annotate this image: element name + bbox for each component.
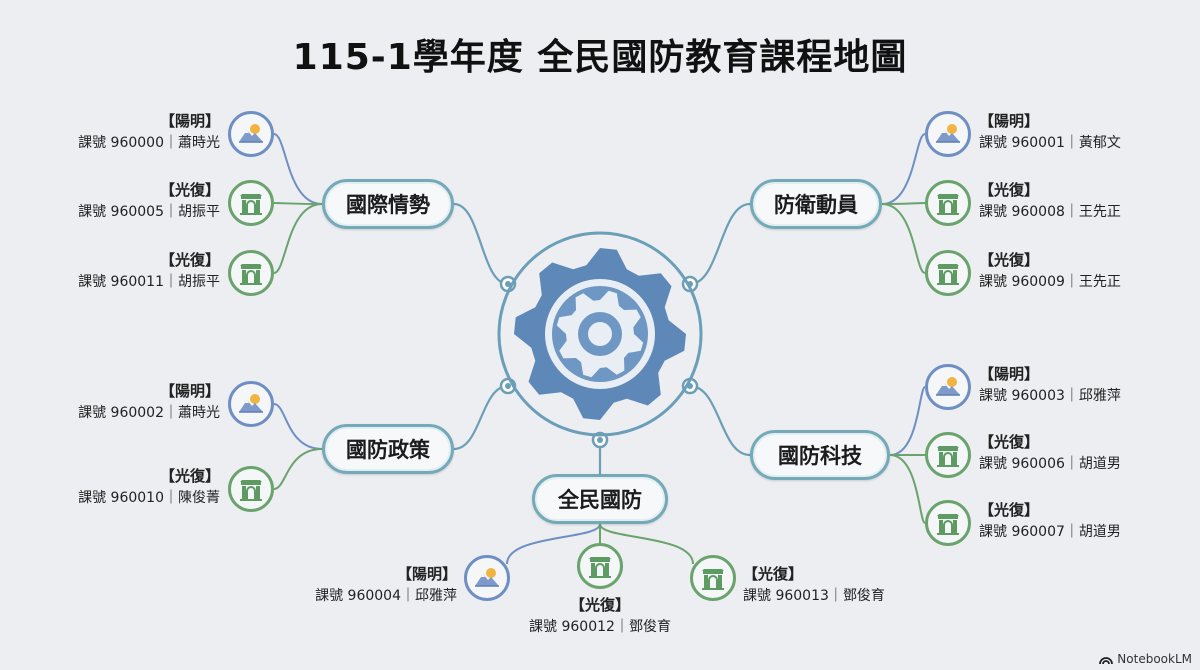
course-label: 【陽明】課號 960004｜邱雅萍 [315, 563, 457, 607]
brand-name: NotebookLM [1117, 652, 1192, 666]
course-label: 【陽明】課號 960000｜蕭時光 [78, 110, 220, 154]
course-connector [881, 133, 926, 205]
course-code: 課號 960005｜胡振平 [78, 204, 220, 220]
campus-label: 【光復】 [979, 181, 1040, 199]
course-label: 【光復】課號 960005｜胡振平 [78, 179, 220, 223]
course-code: 課號 960009｜王先正 [979, 274, 1121, 290]
course-connector [273, 203, 323, 274]
hub-connector [689, 384, 751, 457]
topic-hub: 國防政策 [322, 424, 454, 474]
course-connector [889, 386, 926, 456]
hub-connector [453, 384, 509, 451]
gate-icon [589, 557, 611, 578]
course-code: 課號 960013｜鄧俊育 [743, 588, 885, 604]
topic-hub: 防衛動員 [750, 179, 882, 229]
campus-label: 【光復】 [979, 433, 1040, 451]
mountain-sun-icon [936, 124, 960, 143]
hub-connector [689, 202, 751, 286]
topic-hub: 國防科技 [750, 430, 890, 480]
course-connector [273, 133, 323, 205]
yangming-campus-badge [925, 111, 971, 157]
course-label: 【光復】課號 960007｜胡道男 [979, 499, 1121, 543]
brand-logo: NotebookLM [1099, 652, 1192, 666]
guangfu-campus-badge [925, 432, 971, 478]
course-code: 課號 960002｜蕭時光 [78, 405, 220, 421]
campus-label: 【光復】 [159, 467, 220, 485]
campus-label: 【光復】 [979, 501, 1040, 519]
course-connector [889, 454, 926, 524]
guangfu-campus-badge [228, 250, 274, 296]
mountain-sun-icon [239, 394, 263, 413]
course-code: 課號 960004｜邱雅萍 [315, 588, 457, 604]
course-connector [273, 403, 323, 450]
guangfu-campus-badge [228, 466, 274, 512]
guangfu-campus-badge [577, 543, 623, 589]
course-code: 課號 960007｜胡道男 [979, 524, 1121, 540]
course-label: 【光復】課號 960011｜胡振平 [78, 249, 220, 293]
mountain-sun-icon [239, 124, 263, 143]
course-connector [506, 523, 601, 565]
course-label: 【光復】課號 960006｜胡道男 [979, 431, 1121, 475]
campus-label: 【陽明】 [396, 565, 457, 583]
page-title: 115-1學年度 全民國防教育課程地圖 [292, 37, 908, 78]
mountain-sun-icon [475, 568, 499, 587]
yangming-campus-badge [228, 111, 274, 157]
campus-label: 【光復】 [159, 181, 220, 199]
course-code: 課號 960008｜王先正 [979, 204, 1121, 220]
topic-hub: 全民國防 [532, 474, 668, 524]
mountain-sun-icon [936, 377, 960, 396]
course-connector [599, 523, 694, 565]
course-code: 課號 960011｜胡振平 [78, 274, 220, 290]
gate-icon [702, 569, 724, 590]
guangfu-campus-badge [925, 180, 971, 226]
course-code: 課號 960000｜蕭時光 [78, 135, 220, 151]
gate-icon [240, 480, 262, 501]
course-label: 【光復】課號 960010｜陳俊菁 [78, 465, 220, 509]
guangfu-campus-badge [925, 250, 971, 296]
course-label: 【光復】課號 960013｜鄧俊育 [743, 563, 885, 607]
hub-connector [453, 202, 509, 286]
course-label: 【陽明】課號 960002｜蕭時光 [78, 380, 220, 424]
course-code: 課號 960006｜胡道男 [979, 456, 1121, 472]
course-label: 【光復】課號 960009｜王先正 [979, 249, 1121, 293]
course-code: 課號 960010｜陳俊菁 [78, 490, 220, 506]
course-label: 【光復】課號 960008｜王先正 [979, 179, 1121, 223]
yangming-campus-badge [925, 364, 971, 410]
gate-icon [937, 194, 959, 215]
course-code: 課號 960003｜邱雅萍 [979, 388, 1121, 404]
course-connector [273, 202, 323, 205]
campus-label: 【光復】 [979, 251, 1040, 269]
campus-label: 【陽明】 [159, 112, 220, 130]
topic-hub: 國際情勢 [322, 179, 454, 229]
campus-label: 【陽明】 [159, 382, 220, 400]
gate-icon [937, 514, 959, 535]
yangming-campus-badge [464, 555, 510, 601]
guangfu-campus-badge [690, 555, 736, 601]
course-connector [881, 203, 926, 274]
gate-icon [240, 194, 262, 215]
course-connector [273, 448, 323, 490]
campus-label: 【光復】 [569, 596, 630, 614]
yangming-campus-badge [228, 381, 274, 427]
campus-label: 【陽明】 [979, 365, 1040, 383]
campus-label: 【光復】 [159, 251, 220, 269]
guangfu-campus-badge [228, 180, 274, 226]
notebooklm-icon [1099, 657, 1114, 665]
course-label: 【光復】課號 960012｜鄧俊育 [520, 594, 680, 638]
campus-label: 【陽明】 [979, 112, 1040, 130]
guangfu-campus-badge [925, 500, 971, 546]
course-connector [881, 202, 926, 205]
course-code: 課號 960001｜黃郁文 [979, 135, 1121, 151]
course-code: 課號 960012｜鄧俊育 [529, 619, 671, 635]
course-label: 【陽明】課號 960003｜邱雅萍 [979, 363, 1121, 407]
campus-label: 【光復】 [743, 565, 804, 583]
gate-icon [937, 446, 959, 467]
course-label: 【陽明】課號 960001｜黃郁文 [979, 110, 1121, 154]
gate-icon [937, 264, 959, 285]
gate-icon [240, 264, 262, 285]
connector-lines [273, 133, 926, 565]
gear-icon [497, 231, 703, 437]
